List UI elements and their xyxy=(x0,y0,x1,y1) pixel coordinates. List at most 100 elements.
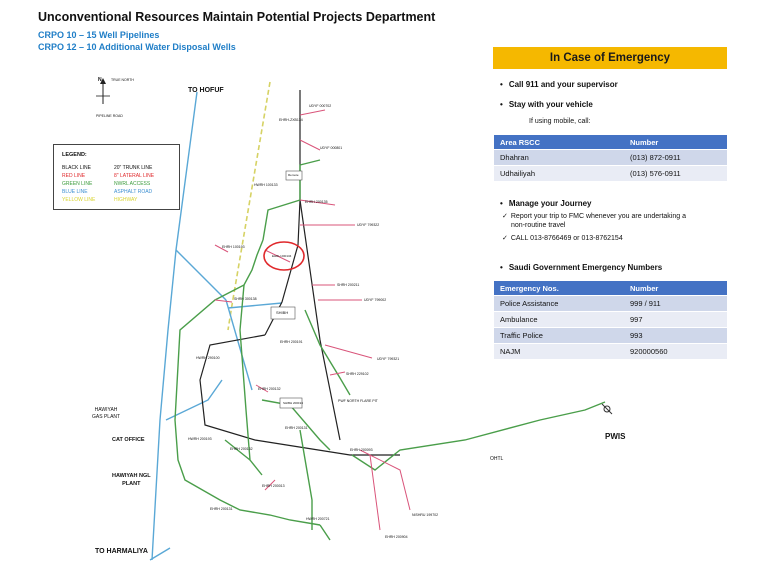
hawiyah-ngl-label: HAWIYAH NGL PLANT xyxy=(112,472,151,488)
gov-number: 999 / 911 xyxy=(624,295,727,312)
legend-label: GREEN LINE xyxy=(62,181,93,187)
well-label: EHRH 200904 xyxy=(385,535,408,539)
legend-desc: NWRL ACCESS xyxy=(114,181,151,187)
well-label: EHRH 200013 xyxy=(262,484,285,488)
well-label: HWRH 290100 xyxy=(196,356,220,360)
well-label: EHRH 200132 xyxy=(230,447,253,451)
page-title: Unconventional Resources Maintain Potent… xyxy=(38,10,436,24)
well-label: SHRH 300138 xyxy=(234,297,257,301)
asphalt-roads xyxy=(149,91,283,561)
journey-item-1: Report your trip to FMC whenever you are… xyxy=(502,212,686,220)
legend-desc: 8" LATERAL LINE xyxy=(114,173,155,179)
table-row: Ambulance 997 xyxy=(494,311,727,328)
remote-box xyxy=(285,170,303,181)
well-label: SHIBH xyxy=(276,310,289,315)
subtitle-well-pipelines: CRPO 10 – 15 Well Pipelines xyxy=(38,30,160,40)
legend-label: BLUE LINE xyxy=(62,189,88,195)
shibh-box xyxy=(270,306,296,320)
emergency-stay-vehicle: Stay with your vehicle xyxy=(500,100,593,109)
well-label: UDYF 000801 xyxy=(320,146,343,150)
table-row: NAJM 920000560 xyxy=(494,343,727,359)
well-label: PWF NORTH FLARE PIT xyxy=(338,399,378,403)
legend-desc: HIGHWAY xyxy=(114,197,138,203)
gov-numbers-table: Emergency Nos. Number Police Assistance … xyxy=(494,281,727,359)
well-label: SHRH 200211 xyxy=(337,283,360,287)
legend-row-black: BLACK LINE 20" TRUNK LINE xyxy=(62,165,174,171)
to-harmaliya-label: TO HARMALIYA xyxy=(95,548,148,555)
well-label: EHRH 200135 xyxy=(305,200,328,204)
well-label: EHRH-ZXB134 xyxy=(279,118,303,122)
well-label: EHRH 200134 xyxy=(272,254,292,258)
table-row: Police Assistance 999 / 911 xyxy=(494,295,727,312)
legend-desc: ASPHALT ROAD xyxy=(114,189,153,195)
pwis-symbol xyxy=(601,403,613,415)
map-legend: LEGEND: BLACK LINE 20" TRUNK LINE RED LIN… xyxy=(53,144,180,210)
rscc-table: Area RSCC Number Dhahran (013) 872-0911 … xyxy=(494,135,727,181)
gov-number: 997 xyxy=(624,311,727,328)
north-arrow-icon xyxy=(96,78,110,104)
hawiyah-ngl-line2: PLANT xyxy=(122,481,141,487)
table-header-row: Emergency Nos. Number xyxy=(494,281,727,296)
emergency-call-911: Call 911 and your supervisor xyxy=(500,80,618,89)
well-label: EHRH 200093 xyxy=(350,448,373,452)
well-label: UDYF 799322 xyxy=(357,223,380,227)
north-label: N xyxy=(98,77,102,83)
gov-name: Police Assistance xyxy=(494,295,624,312)
gov-name: NAJM xyxy=(494,343,624,359)
well-label: EHRH 200131 xyxy=(210,507,233,511)
legend-title: LEGEND: xyxy=(62,152,87,158)
well-label: HWRH 200193 xyxy=(188,437,212,441)
ohtl-label: OHTL xyxy=(490,456,504,462)
well-label: NISHRU 199702 xyxy=(412,513,439,517)
well-label: EHRH 100193 xyxy=(222,245,245,249)
well-label: EHRH 200131 xyxy=(285,426,308,430)
gov-header-number: Number xyxy=(624,281,727,296)
emergency-header: In Case of Emergency xyxy=(493,47,727,69)
journey-title: Manage your Journey xyxy=(500,199,592,208)
gov-header-name: Emergency Nos. xyxy=(494,281,624,296)
to-hofuf-label: TO HOFUF xyxy=(188,87,224,94)
flare-box xyxy=(279,397,303,409)
legend-row-red: RED LINE 8" LATERAL LINE xyxy=(62,173,174,179)
gov-numbers-title: Saudi Government Emergency Numbers xyxy=(500,263,662,272)
emergency-mobile-note: If using mobile, call: xyxy=(529,118,591,125)
rscc-number: (013) 872-0911 xyxy=(624,149,727,166)
rscc-header-number: Number xyxy=(624,135,727,150)
legend-row-blue: BLUE LINE ASPHALT ROAD xyxy=(62,189,174,195)
rscc-header-area: Area RSCC xyxy=(494,135,624,150)
well-label: HWRH 200721 xyxy=(306,517,330,521)
cat-office-label: CAT OFFICE xyxy=(112,437,145,443)
table-row: Dhahran (013) 872-0911 xyxy=(494,149,727,166)
well-label: UDYF 000702 xyxy=(309,104,332,108)
legend-label: BLACK LINE xyxy=(62,165,91,171)
true-north-label: TRUE NORTH xyxy=(111,78,134,82)
well-label: HWRH 100133 xyxy=(254,183,278,187)
subtitle-water-disposal: CRPO 12 – 10 Additional Water Disposal W… xyxy=(38,42,236,52)
table-row: Udhailiyah (013) 576-0911 xyxy=(494,165,727,181)
table-row: Traffic Police 993 xyxy=(494,327,727,344)
hawiyah-gas-plant-label: HAWIYAH GAS PLANT xyxy=(92,407,120,421)
well-label: UDYF 799321 xyxy=(377,357,400,361)
gov-number: 993 xyxy=(624,327,727,344)
emergency-panel: In Case of Emergency xyxy=(493,47,727,69)
well-label: SHRH 229102 xyxy=(346,372,369,376)
gov-number: 920000560 xyxy=(624,343,727,359)
legend-row-green: GREEN LINE NWRL ACCESS xyxy=(62,181,174,187)
pwis-label: PWIS xyxy=(605,432,626,441)
rscc-area: Dhahran xyxy=(494,149,624,166)
table-header-row: Area RSCC Number xyxy=(494,135,727,150)
highlight-circle xyxy=(263,241,305,271)
legend-label: RED LINE xyxy=(62,173,86,179)
gov-name: Ambulance xyxy=(494,311,624,328)
lateral-lines xyxy=(214,109,411,531)
journey-item-1-cont: non-routine travel xyxy=(511,222,566,229)
hawiyah-gas-plant-line1: HAWIYAH xyxy=(94,407,118,413)
well-label: SHIBH 200194 xyxy=(283,401,304,405)
pipeline-road-label: PIPELINE ROAD xyxy=(96,114,123,118)
legend-desc: 20" TRUNK LINE xyxy=(114,165,153,171)
well-label: EHRH 200132 xyxy=(258,387,281,391)
well-label: Remote xyxy=(288,173,299,177)
well-label: EHRH 200191 xyxy=(280,340,303,344)
